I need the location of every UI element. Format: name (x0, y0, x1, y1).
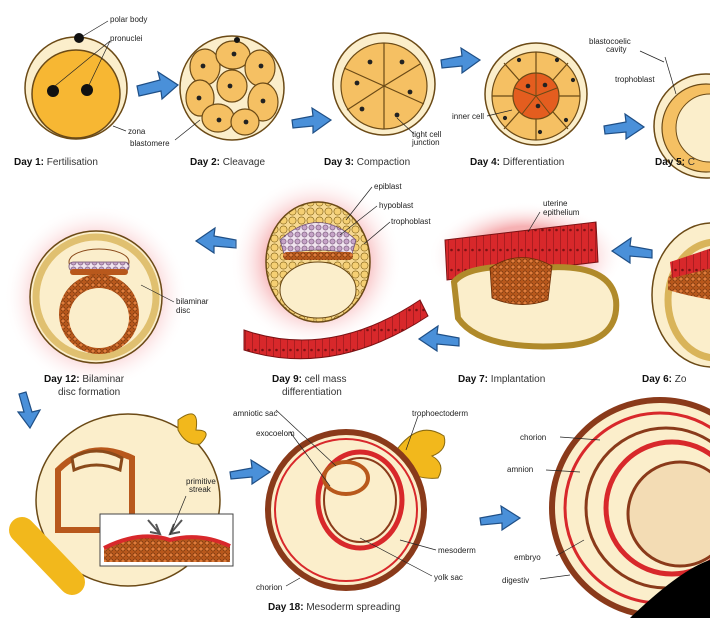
caption-day12: Day 12: Bilaminar (44, 374, 125, 385)
label-epithelium: epithelium (543, 208, 580, 217)
caption-day4: Day 4: Differentiation (470, 157, 564, 168)
caption-day9-line2: differentiation (282, 387, 342, 398)
day12-bilaminar-disc: bilaminar disc (4, 205, 209, 389)
label-cavity: cavity (606, 45, 626, 54)
label-disc: disc (176, 306, 190, 315)
label-blastomere: blastomere (130, 139, 170, 148)
arrow-down-day12-row3 (18, 392, 40, 428)
label-trophoectoderm: trophoectoderm (412, 409, 468, 418)
label-inner-cell: inner cell (452, 112, 484, 121)
label-hypoblast: hypoblast (379, 201, 414, 210)
label-uterine: uterine (543, 199, 568, 208)
caption-day5: Day 5: C (655, 157, 695, 168)
caption-day2: Day 2: Cleavage (190, 157, 265, 168)
caption-day3: Day 3: Compaction (324, 157, 410, 168)
polar-body (74, 33, 84, 43)
day3-compaction: tight cell junction (333, 33, 442, 147)
caption-day1: Day 1: Fertilisation (14, 157, 98, 168)
arrow-day9-day12 (196, 228, 236, 253)
label-embryo: embryo (514, 553, 541, 562)
label-trophoblast-d9: trophoblast (391, 217, 431, 226)
arrow-row3-day18 (230, 460, 270, 484)
day7-implantation: uterine epithelium (428, 199, 624, 346)
arrow-day4-day5 (604, 114, 644, 139)
day18-mesoderm-spreading: amniotic sac exocoelom trophoectoderm me… (233, 409, 476, 592)
caption-day6: Day 6: Zo (642, 374, 687, 385)
label-exocoelom: exocoelom (256, 429, 295, 438)
label-amniotic-sac: amniotic sac (233, 409, 277, 418)
label-chorion-d18: chorion (256, 583, 282, 592)
label-chorion-right: chorion (520, 433, 546, 442)
label-streak: streak (189, 485, 212, 494)
arrow-day7-day9 (419, 326, 459, 351)
caption-day12-line2: disc formation (58, 387, 120, 398)
arrow-day1-day2 (137, 72, 178, 99)
label-polar-body: polar body (110, 15, 147, 24)
label-yolk-sac: yolk sac (434, 573, 463, 582)
pronucleus-left (47, 85, 59, 97)
day9-cell-mass-differentiation: epiblast hypoblast trophoblast (230, 176, 431, 359)
arrow-day3-day4 (441, 48, 480, 73)
caption-day7: Day 7: Implantation (458, 374, 545, 385)
caption-day18: Day 18: Mesoderm spreading (268, 602, 400, 613)
label-junction: junction (411, 138, 440, 147)
pronucleus-right (81, 84, 93, 96)
label-amnion: amnion (507, 465, 533, 474)
arrow-day2-day3 (292, 108, 331, 133)
day6-zona-hatching-partial (652, 223, 710, 367)
caption-day9: Day 9: cell mass (272, 374, 346, 385)
label-bilaminar: bilaminar (176, 297, 209, 306)
label-pronuclei: pronuclei (110, 34, 143, 43)
label-digestive: digestiv (502, 576, 529, 585)
label-epiblast: epiblast (374, 182, 402, 191)
label-trophoblast-d5: trophoblast (615, 75, 655, 84)
day1-zygote: polar body pronuclei zona (25, 15, 147, 139)
label-mesoderm: mesoderm (438, 546, 476, 555)
label-zona: zona (128, 127, 146, 136)
arrow-day18-right (480, 506, 520, 530)
